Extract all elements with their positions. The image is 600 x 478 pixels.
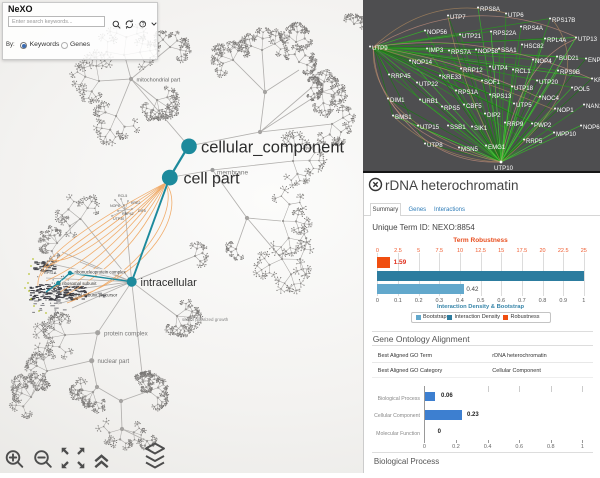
svg-text:RRP9: RRP9 <box>507 121 524 128</box>
svg-text:RPS1A: RPS1A <box>458 89 479 96</box>
svg-text:DIF5: DIF5 <box>138 209 146 213</box>
svg-text:CBF5: CBF5 <box>466 103 482 110</box>
svg-text:UTP18: UTP18 <box>514 85 534 92</box>
svg-text:IMP3: IMP3 <box>429 47 444 54</box>
svg-text:PWP2: PWP2 <box>534 122 552 129</box>
svg-text:RPS13: RPS13 <box>492 93 512 100</box>
svg-text:membrane: membrane <box>217 170 248 177</box>
svg-text:RPS17B: RPS17B <box>552 17 575 24</box>
svg-text:site of polarized growth: site of polarized growth <box>182 317 229 322</box>
svg-text:UTP5: UTP5 <box>516 102 532 109</box>
svg-text:ENP1: ENP1 <box>588 57 600 64</box>
svg-text:ribosomal subunit precursor: ribosomal subunit precursor <box>63 293 118 298</box>
svg-text:RRP5: RRP5 <box>526 138 543 145</box>
svg-text:protein complex: protein complex <box>104 331 149 338</box>
svg-text:RPS7A: RPS7A <box>451 49 472 56</box>
svg-text:KRE2: KRE2 <box>131 201 140 205</box>
svg-text:UTP13: UTP13 <box>578 36 598 43</box>
svg-text:SSA1: SSA1 <box>501 47 517 54</box>
svg-text:BUD21: BUD21 <box>559 55 579 62</box>
svg-text:POL5: POL5 <box>574 86 590 93</box>
svg-text:UTP22: UTP22 <box>419 81 439 88</box>
svg-text:UTP6: UTP6 <box>508 12 524 19</box>
svg-text:RRP45: RRP45 <box>391 73 411 80</box>
svg-text:RPS22A: RPS22A <box>493 30 517 37</box>
svg-text:NOC4: NOC4 <box>542 95 560 102</box>
svg-text:NOP6: NOP6 <box>583 124 600 131</box>
svg-text:DIM1: DIM1 <box>390 97 405 104</box>
svg-text:RPS9B: RPS9B <box>560 69 580 76</box>
svg-text:RCL5: RCL5 <box>118 194 127 198</box>
svg-text:nuclear part: nuclear part <box>98 359 130 365</box>
svg-text:RPS5: RPS5 <box>444 105 461 112</box>
svg-text:NOP56: NOP56 <box>427 29 448 36</box>
svg-text:HSC82: HSC82 <box>524 43 544 50</box>
svg-text:UTP8: UTP8 <box>427 142 443 149</box>
svg-text:NOP58: NOP58 <box>478 48 499 55</box>
svg-text:SIK1: SIK1 <box>474 125 488 132</box>
svg-text:NOP14: NOP14 <box>412 59 433 66</box>
svg-text:KRE1: KRE1 <box>594 77 600 84</box>
svg-text:MPP10: MPP10 <box>556 131 577 138</box>
svg-text:ribonucleoprotein complex: ribonucleoprotein complex <box>75 270 127 275</box>
svg-text:UTP21: UTP21 <box>462 33 482 40</box>
svg-text:RPS1A: RPS1A <box>44 271 57 275</box>
svg-text:DIP2: DIP2 <box>487 112 501 119</box>
svg-text:RRP12: RRP12 <box>463 67 483 74</box>
svg-text:UTP15: UTP15 <box>420 124 440 131</box>
svg-text:UTP30: UTP30 <box>113 217 124 221</box>
svg-text:BMS1: BMS1 <box>395 114 412 121</box>
svg-text:RRP42: RRP42 <box>122 212 134 216</box>
svg-text:mitochondrial part: mitochondrial part <box>137 78 181 84</box>
svg-text:NOP1: NOP1 <box>557 107 574 114</box>
svg-text:cell part: cell part <box>184 171 241 188</box>
svg-text:UTP7: UTP7 <box>450 14 466 21</box>
svg-text:intracellular: intracellular <box>141 277 198 289</box>
svg-text:ribosomal subunit: ribosomal subunit <box>62 281 97 286</box>
svg-text:UTP20: UTP20 <box>539 79 559 86</box>
svg-text:MSN5: MSN5 <box>461 146 479 153</box>
svg-text:NOP8: NOP8 <box>110 204 120 208</box>
svg-text:NOP4: NOP4 <box>535 58 552 65</box>
svg-text:RPS8A: RPS8A <box>480 6 501 13</box>
svg-text:EMG1: EMG1 <box>488 144 506 151</box>
svg-text:SSB1: SSB1 <box>450 124 466 131</box>
svg-text:SOF1: SOF1 <box>484 79 501 86</box>
svg-text:UTP10: UTP10 <box>494 165 514 171</box>
svg-text:RCL1: RCL1 <box>515 68 531 75</box>
svg-text:RPS4A: RPS4A <box>523 25 544 32</box>
svg-text:cellular_component: cellular_component <box>201 139 345 157</box>
svg-text:URB1: URB1 <box>422 98 439 105</box>
svg-text:NAN1: NAN1 <box>586 103 600 110</box>
svg-text:?: ? <box>142 22 145 28</box>
svg-text:UTP4: UTP4 <box>492 65 508 72</box>
svg-text:KRE33: KRE33 <box>442 74 462 81</box>
svg-text:UTP9: UTP9 <box>372 45 388 52</box>
svg-text:RPL4A: RPL4A <box>547 37 567 44</box>
